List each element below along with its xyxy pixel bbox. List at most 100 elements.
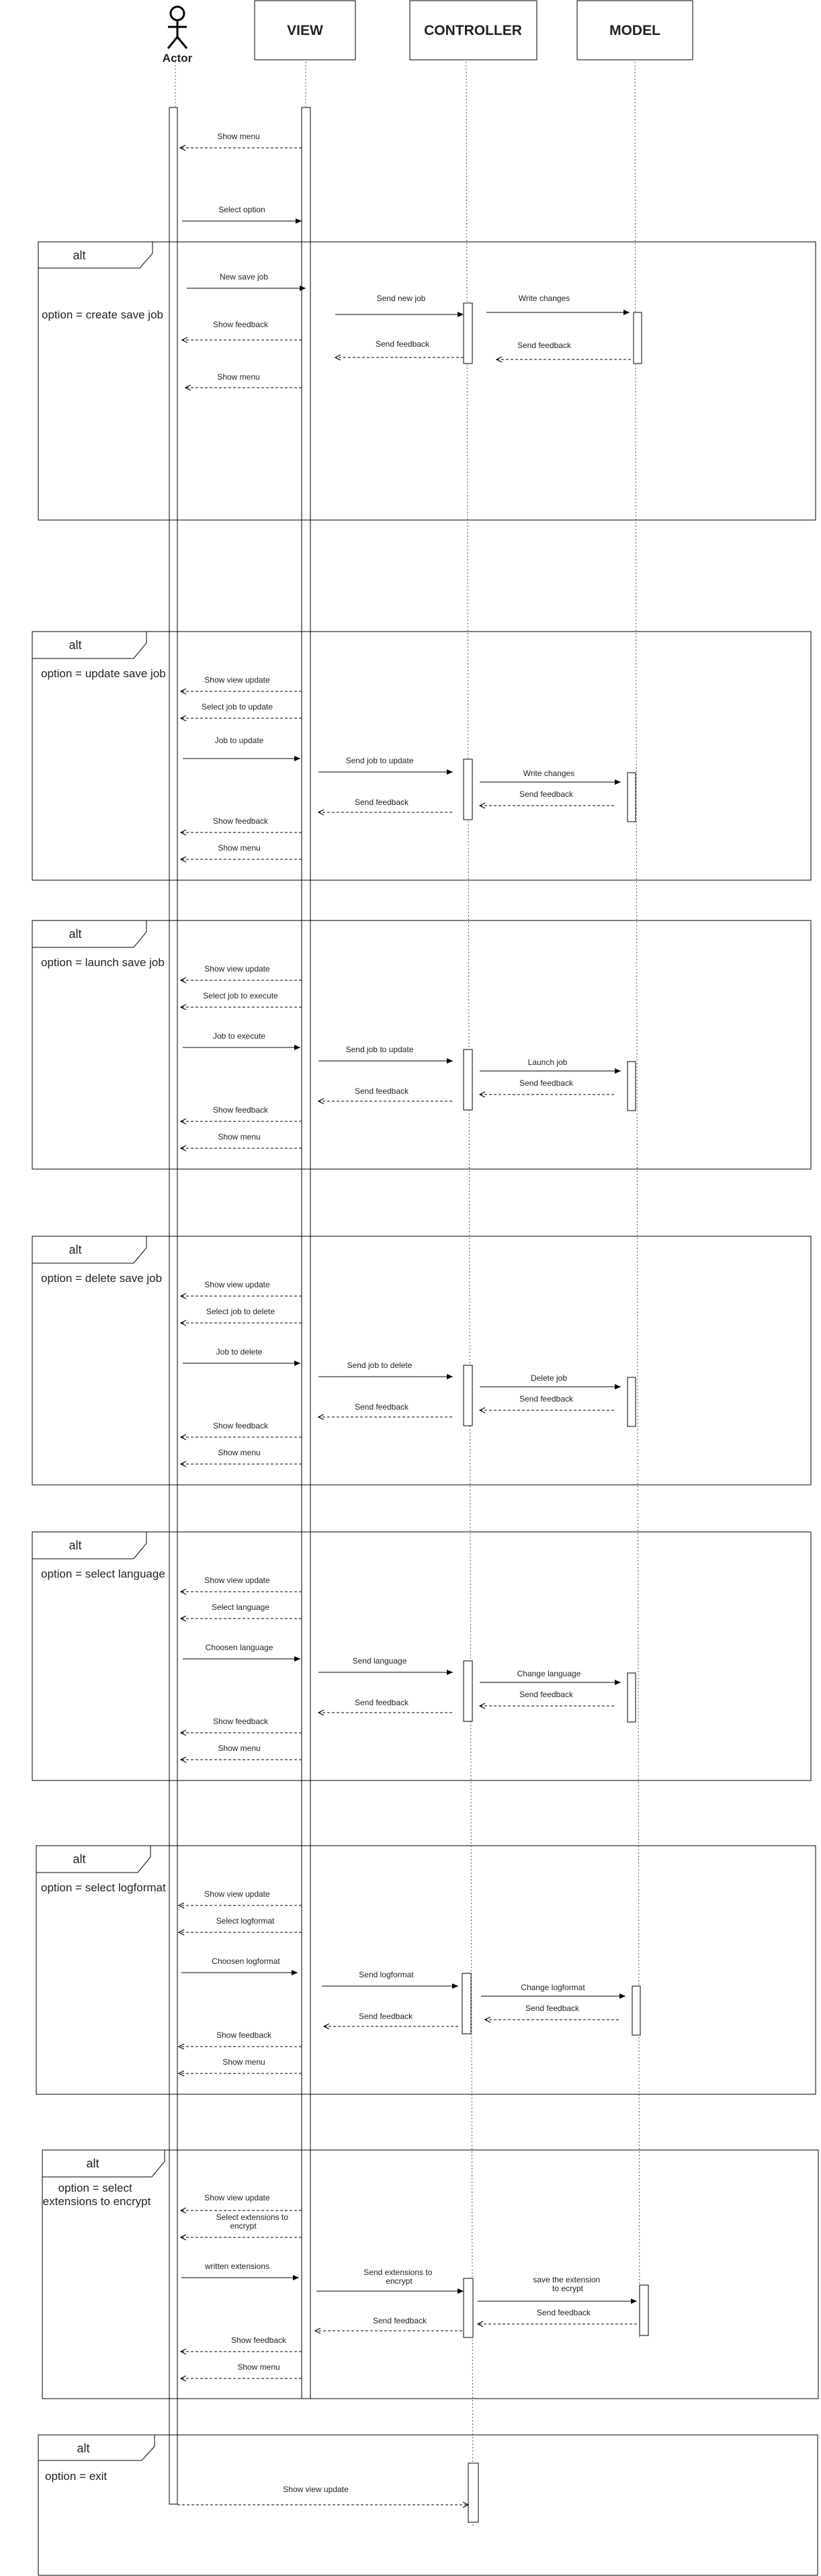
- message-change-language: Change language: [480, 1669, 621, 1685]
- fragment-frame: [38, 2434, 818, 2576]
- fragment-condition: option = launch save job: [41, 956, 165, 969]
- message-show-feedback: Show feedback: [181, 816, 302, 832]
- message-label: Change logformat: [521, 1983, 585, 1992]
- fragment-condition: option = create save job: [42, 308, 163, 321]
- message-write-changes: Write changes: [480, 769, 621, 785]
- message-label: Choosen language: [206, 1643, 273, 1652]
- view-participant: VIEW: [254, 0, 356, 60]
- message-label: Show feedback: [216, 2030, 272, 2040]
- message-new-save-job: New save job: [187, 272, 306, 291]
- alt-fragment-update-save-job: alt option = update save job Show view u…: [32, 631, 812, 881]
- model-participant: MODEL: [576, 0, 693, 60]
- message-label: New save job: [220, 272, 268, 282]
- message-launch-job: Launch job: [480, 1058, 621, 1074]
- controller-activation: [463, 302, 473, 364]
- model-activation: [639, 2284, 649, 2336]
- message-send-new-job: Send new job: [335, 294, 464, 317]
- message-save-extension: save the extension to ecrypt: [478, 2275, 637, 2304]
- alt-fragment-select-language: alt option = select language Show view u…: [32, 1531, 812, 1781]
- message-label: Select job to delete: [206, 1307, 275, 1316]
- message-label: Send feedback: [355, 1698, 409, 1707]
- message-label: Choosen logformat: [212, 1957, 280, 1966]
- message-send-feedback-controller: Send feedback: [318, 1698, 452, 1713]
- message-label: Job to update: [215, 736, 264, 745]
- fragment-frame: [36, 1845, 816, 2095]
- message-send-feedback-model: Send feedback: [478, 2308, 637, 2324]
- model-activation: [632, 1985, 641, 2036]
- message-label: Show menu: [217, 372, 259, 382]
- message-show-menu: Show menu: [180, 132, 302, 148]
- controller-header-box: [409, 0, 537, 60]
- fragment-frame: [32, 1236, 812, 1486]
- fragment-tab: [36, 1845, 151, 1873]
- message-show-view-update: Show view update: [181, 675, 302, 691]
- message-show-menu: Show menu: [181, 1132, 302, 1148]
- message-label: Show feedback: [231, 2335, 287, 2345]
- message-label: Send feedback: [355, 1402, 409, 1412]
- message-send-feedback-controller: Send feedback: [335, 339, 464, 357]
- message-label: Write changes: [519, 294, 570, 303]
- message-label: Show menu: [218, 1744, 260, 1753]
- message-label: Send logformat: [359, 1970, 414, 1979]
- message-label: Job to execute: [213, 1031, 265, 1041]
- message-label: Send feedback: [355, 1086, 409, 1096]
- message-label: Send feedback: [359, 2012, 413, 2021]
- fragment-frame: [32, 1531, 812, 1781]
- fragment-frame: [42, 2149, 819, 2399]
- message-show-menu: Show menu: [179, 2057, 302, 2073]
- message-label: Select job to update: [202, 702, 273, 712]
- controller-label: CONTROLLER: [424, 23, 522, 38]
- message-label: Send feedback: [519, 1394, 574, 1404]
- message-label: Show view update: [204, 675, 270, 685]
- message-show-feedback: Show feedback: [181, 1421, 302, 1437]
- message-label: Send feedback: [525, 2004, 580, 2013]
- message-select-job-to-delete: Select job to delete: [181, 1307, 302, 1323]
- message-show-view-update: Show view update: [181, 2193, 302, 2210]
- message-send-feedback-controller: Send feedback: [318, 1086, 452, 1101]
- message-label: Show menu: [218, 843, 260, 853]
- message-show-menu: Show menu: [181, 843, 302, 859]
- message-job-to-delete: Job to delete: [183, 1347, 300, 1366]
- message-show-feedback: Show feedback: [181, 1105, 302, 1121]
- actor-activation-bar: [169, 107, 178, 2505]
- fragment-tab: [32, 1531, 147, 1559]
- message-label: Change language: [517, 1669, 581, 1678]
- message-label: Send new job: [377, 294, 426, 303]
- message-label: save the extension to ecrypt: [533, 2275, 602, 2293]
- message-label: Send feedback: [376, 339, 430, 349]
- message-show-feedback: Show feedback: [181, 1717, 302, 1733]
- message-label: Show feedback: [213, 1717, 269, 1726]
- controller-lifeline: [466, 61, 474, 2527]
- message-label: Send job to update: [346, 756, 414, 765]
- message-label: written extensions: [204, 2262, 269, 2271]
- model-activation: [627, 772, 636, 822]
- message-label: Show view update: [204, 2193, 270, 2202]
- message-send-feedback-model: Send feedback: [496, 341, 631, 359]
- message-label: Show view update: [283, 2485, 349, 2494]
- message-choosen-language: Choosen language: [183, 1643, 300, 1662]
- message-job-to-update: Job to update: [183, 736, 300, 761]
- message-send-language: Send language: [318, 1656, 453, 1675]
- fragment-frame: [38, 241, 816, 521]
- message-send-job-to-update: Send job to update: [318, 756, 453, 775]
- fragment-condition: option = delete save job: [41, 1272, 162, 1285]
- view-label: VIEW: [287, 23, 323, 38]
- message-label: Launch job: [528, 1058, 568, 1067]
- message-show-view-update: Show view update: [177, 2485, 468, 2505]
- message-change-logformat: Change logformat: [481, 1983, 625, 1999]
- alt-fragment-select-logformat: alt option = select logformat Show view …: [36, 1845, 816, 2095]
- message-show-view-update: Show view update: [181, 964, 302, 980]
- message-label: Show feedback: [213, 1105, 269, 1115]
- message-send-feedback-model: Send feedback: [480, 1394, 614, 1410]
- message-show-view-update: Show view update: [181, 1280, 302, 1296]
- message-label: Show menu: [217, 132, 259, 141]
- message-show-feedback: Show feedback: [182, 320, 302, 340]
- fragment-operator: alt: [77, 2442, 89, 2455]
- message-show-view-update: Show view update: [181, 1576, 302, 1592]
- message-label: Select language: [212, 1602, 269, 1612]
- message-label: Show menu: [237, 2362, 279, 2372]
- message-job-to-execute: Job to execute: [183, 1031, 300, 1050]
- fragment-condition: option = select language: [41, 1568, 165, 1580]
- fragment-tab: [42, 2149, 165, 2178]
- controller-activation: [463, 759, 473, 820]
